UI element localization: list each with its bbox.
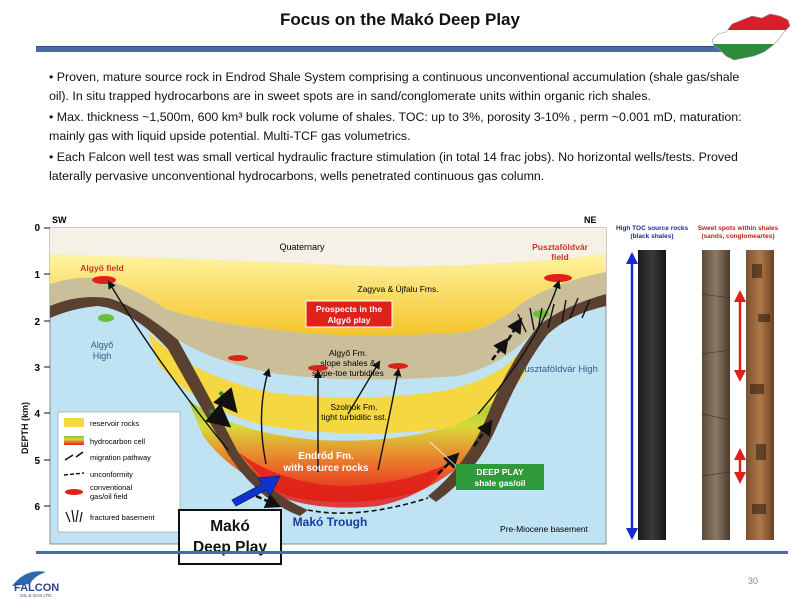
migration-arrow-icon [64,451,84,461]
bullet-list: • Proven, mature source rock in Endrod S… [49,68,761,188]
prospects-label: Prospects in the [316,304,382,314]
red-range-arrow-icon [734,290,746,484]
legend-label: reservoir rocks [90,419,139,428]
legend-label: conventional [90,483,132,492]
algyo-high-label: High [93,351,112,361]
deep-play-label: shale gas/oil [474,478,525,488]
ne-label: NE [584,215,597,225]
mako-deep-play-callout: Makó Deep Play [178,509,282,565]
algyo-field-label: Algyő field [80,263,123,273]
core-header-left: High TOC source rocks [616,225,689,232]
algyo-fm-label: Algyő Fm. [329,348,367,358]
bullet-item: • Max. thickness ~1,500m, 600 km³ bulk r… [49,110,742,143]
mako-trough-label: Makó Trough [293,515,368,529]
deep-play-label: DEEP PLAY [476,467,524,477]
zagyva-label: Zagyva & Újfalu Fms. [357,284,438,294]
depth-tick: 2 [34,317,40,328]
logo-subtext: OIL & GAS LTD [20,593,52,598]
pusztafoldvar-field-label: Pusztaföldvár [532,242,588,252]
depth-tick: 1 [34,270,40,281]
core-header-right: (sands, conglomeartes) [702,233,775,240]
core-black-shale [638,250,666,540]
core-sweet-spot [746,250,774,540]
field-pod-icon [65,489,83,495]
sw-label: SW [52,215,67,225]
pusztafoldvar-high-label: Pusztaföldvár High [518,364,598,375]
szolnok-label: tight turbiditic sst. [321,412,387,422]
footer-divider [36,551,788,554]
pusztafoldvar-field-label: field [551,252,568,262]
fractured-basement-icon [65,509,83,523]
blue-range-arrow-icon [626,252,638,540]
unconformity-line-icon [63,472,85,476]
core-photos: High TOC source rocks (black shales) Swe… [616,225,779,540]
bullet-item: • Each Falcon well test was small vertic… [49,150,738,183]
core-header-right: Sweet spots within shales [698,225,779,232]
algyo-fm-label: slope shales & [320,358,376,368]
algyo-fm-label: slope-toe turbidites [312,368,384,378]
callout-line: Deep Play [192,539,268,556]
legend-label: fractured basement [90,513,156,522]
szolnok-label: Szolnok Fm. [330,402,377,412]
legend-label: hydrocarbon cell [90,437,145,446]
logo-text: FALCON [14,582,59,594]
depth-tick: 5 [34,456,40,467]
core-grey-shale [702,250,730,540]
prospects-label: Algyő play [328,315,371,325]
bullet-item: • Proven, mature source rock in Endrod S… [49,70,740,103]
legend-label: gas/oil field [90,492,128,501]
depth-axis-label: DEPTH (km) [20,402,30,454]
depth-axis: DEPTH (km) 0 1 2 3 4 5 6 [20,223,50,513]
legend-label: migration pathway [90,453,151,462]
depth-tick: 3 [34,363,40,374]
core-header-left: (black shales) [631,233,674,240]
slide-title: Focus on the Makó Deep Play [280,10,520,29]
legend-swatch-reservoir [64,418,84,427]
hungary-map-icon [711,13,791,61]
depth-tick: 6 [34,502,40,513]
depth-tick: 0 [34,223,40,234]
callout-arrow-icon [231,475,281,507]
callout-line: Makó [210,518,250,535]
depth-tick: 4 [34,409,40,420]
endrod-label: with source rocks [282,463,368,474]
legend-label: unconformity [90,470,133,479]
legend-swatch-hydrocarbon [64,436,84,445]
page-number: 30 [748,576,759,586]
falcon-logo: FALCON OIL & GAS LTD [12,571,59,598]
algyo-high-label: Algyő [91,340,114,350]
quaternary-label: Quaternary [279,242,325,252]
title-divider [36,46,726,52]
geologic-cross-section: DEPTH (km) 0 1 2 3 4 5 6 SW NE Quaternar… [20,215,607,545]
legend: reservoir rocks hydrocarbon cell migrati… [57,411,181,533]
endrod-label: Endrőd Fm. [298,451,354,462]
pre-miocene-label: Pre-Miocene basement [500,524,589,534]
